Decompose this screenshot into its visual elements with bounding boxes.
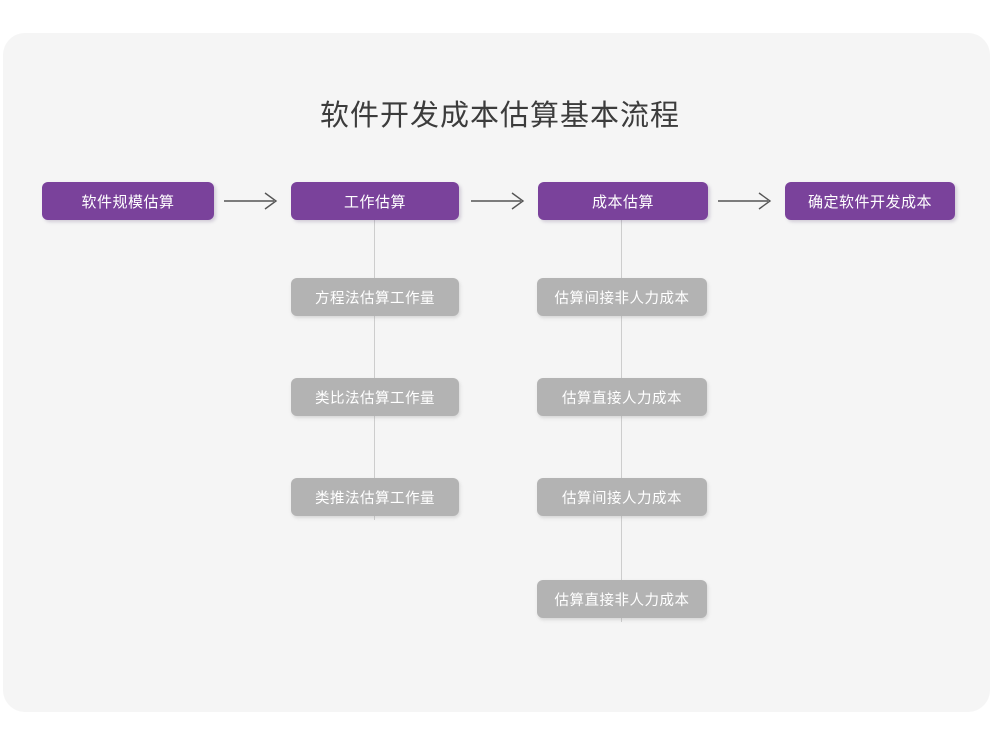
right-arrow-icon [224, 192, 278, 210]
sub-box-direct-non-labor-cost[interactable]: 估算直接非人力成本 [537, 580, 707, 618]
sub-box-analogy-method-workload[interactable]: 类比法估算工作量 [291, 378, 459, 416]
sub-box-inference-method-workload[interactable]: 类推法估算工作量 [291, 478, 459, 516]
right-arrow-icon [718, 192, 772, 210]
sub-box-direct-labor-cost[interactable]: 估算直接人力成本 [537, 378, 707, 416]
stage-box-software-scale-estimation[interactable]: 软件规模估算 [42, 182, 214, 220]
sub-box-indirect-non-labor-cost[interactable]: 估算间接非人力成本 [537, 278, 707, 316]
sub-box-indirect-labor-cost[interactable]: 估算间接人力成本 [537, 478, 707, 516]
connector-line-cost-estimation [621, 220, 622, 622]
diagram-card [3, 33, 990, 712]
page-title: 软件开发成本估算基本流程 [319, 100, 680, 132]
right-arrow-icon [471, 192, 525, 210]
stage-box-cost-estimation[interactable]: 成本估算 [538, 182, 708, 220]
stage-box-determine-development-cost[interactable]: 确定软件开发成本 [785, 182, 955, 220]
sub-box-equation-method-workload[interactable]: 方程法估算工作量 [291, 278, 459, 316]
connector-line-work-estimation [374, 220, 375, 520]
stage-box-work-estimation[interactable]: 工作估算 [291, 182, 459, 220]
